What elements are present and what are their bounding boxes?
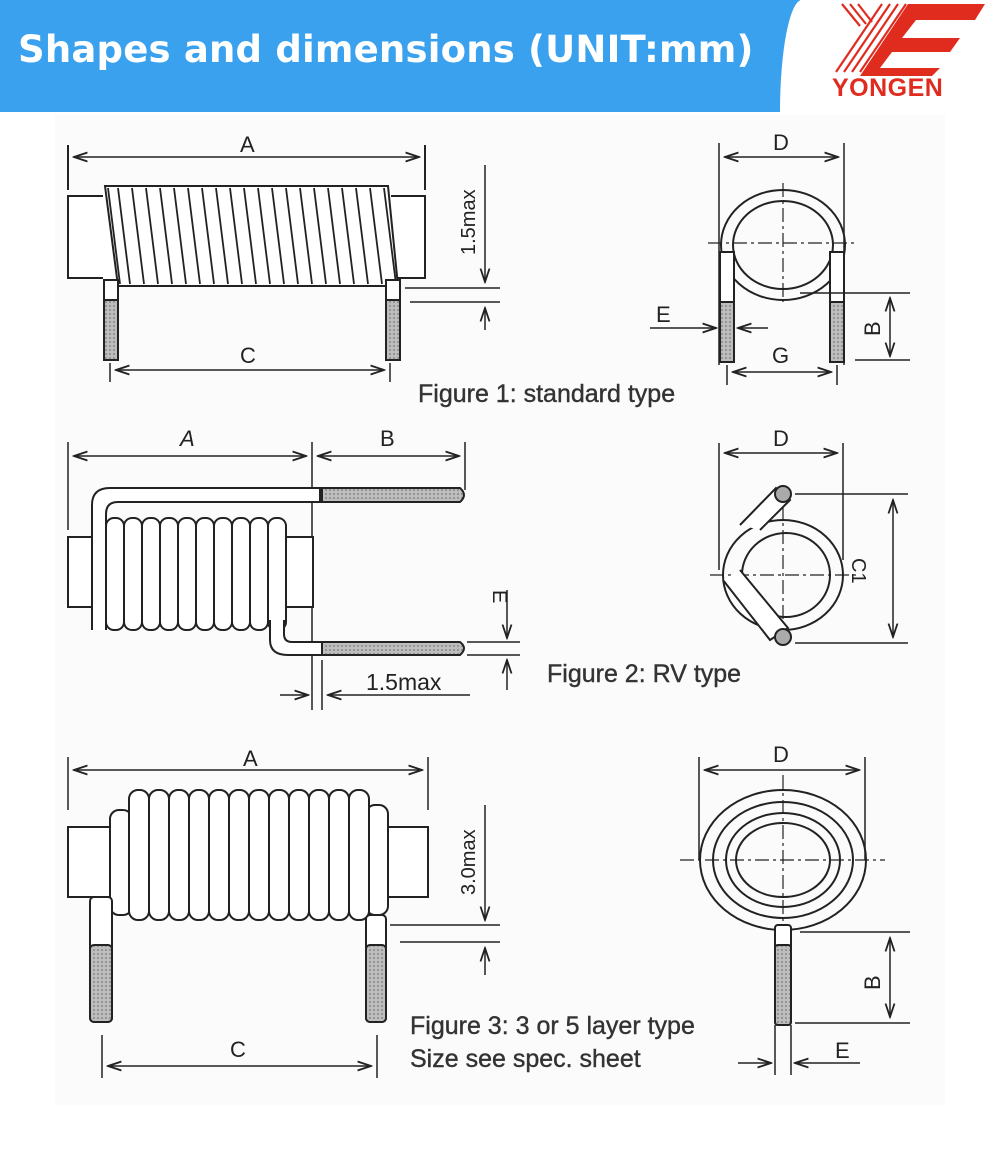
fig1-label-e: E — [656, 302, 671, 327]
figure-1-caption: Figure 1: standard type — [418, 380, 676, 408]
fig2-label-e: E — [488, 590, 510, 603]
figure-2-caption: Figure 2: RV type — [547, 660, 742, 688]
figure-2-side-view — [67, 442, 520, 710]
fig1-label-lead-gap: 1.5max — [458, 189, 480, 255]
figure-3-side-view — [67, 757, 500, 1078]
dimension-drawings: A C 1.5max D E G B — [67, 130, 910, 1078]
fig1-label-a: A — [240, 132, 255, 157]
fig2-label-b: B — [380, 426, 395, 451]
figure-3-caption-line1: Figure 3: 3 or 5 layer type — [410, 1012, 695, 1040]
figure-2-end-view — [710, 443, 908, 646]
fig3-label-b: B — [860, 975, 885, 990]
figure-1-side-view — [67, 145, 500, 382]
fig3-label-lead-gap: 3.0max — [458, 829, 480, 895]
fig2-label-d: D — [773, 426, 789, 451]
drawing-area: A C 1.5max D E G B — [55, 115, 945, 1105]
logo-text: YONGEN — [832, 74, 944, 102]
header-banner — [0, 0, 800, 112]
header: Shapes and dimensions (UNIT:mm) YONGEN — [0, 0, 998, 112]
figure-1-end-view — [650, 143, 910, 385]
fig3-label-d: D — [773, 742, 789, 767]
fig1-label-d: D — [773, 130, 789, 155]
fig2-label-a: A — [178, 426, 195, 451]
fig1-label-g: G — [772, 343, 789, 368]
fig3-label-e: E — [835, 1038, 850, 1063]
page-title: Shapes and dimensions (UNIT:mm) — [18, 28, 754, 71]
fig3-label-a: A — [243, 746, 258, 771]
fig3-label-c: C — [230, 1037, 246, 1062]
fig1-label-c: C — [240, 343, 256, 368]
figure-3-caption-line2: Size see spec. sheet — [410, 1045, 641, 1073]
fig1-label-b: B — [860, 321, 885, 336]
fig2-label-c1: C1 — [847, 558, 869, 584]
yongen-ye-logo-icon — [835, 3, 985, 76]
figure-3-end-view — [680, 757, 910, 1075]
fig2-label-lead-gap: 1.5max — [366, 669, 442, 695]
